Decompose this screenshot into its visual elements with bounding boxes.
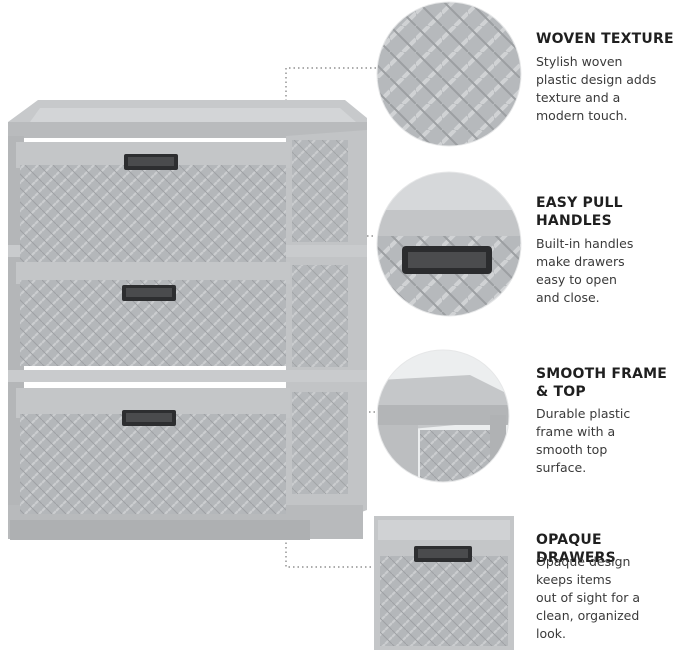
opaque-drawer-closeup xyxy=(374,516,514,650)
title-line: WOVEN TEXTURE xyxy=(536,31,674,47)
desc-line: easy to open xyxy=(536,272,617,287)
drawer-unit xyxy=(8,100,367,540)
desc-line: keeps items xyxy=(536,572,612,587)
desc-line: Opaque design xyxy=(536,554,631,569)
woven-texture-closeup xyxy=(377,2,521,146)
feature-title-easy-pull-handles: EASY PULL HANDLES xyxy=(536,194,676,230)
title-line: OPAQUE DRAWERS xyxy=(536,532,616,566)
desc-line: Built-in handles xyxy=(536,236,634,251)
desc-line: clean, organized xyxy=(536,608,640,623)
feature-desc-woven-texture: Stylish woven plastic design adds textur… xyxy=(536,53,671,125)
desc-line: make drawers xyxy=(536,254,625,269)
title-line: HANDLES xyxy=(536,213,612,229)
desc-line: look. xyxy=(536,626,566,641)
desc-line: and close. xyxy=(536,290,600,305)
title-line: SMOOTH FRAME xyxy=(536,366,668,382)
desc-line: Durable plastic xyxy=(536,406,631,421)
desc-line: smooth top xyxy=(536,442,608,457)
desc-line: modern touch. xyxy=(536,108,628,123)
feature-desc-smooth-frame-top: Durable plastic frame with a smooth top … xyxy=(536,405,671,477)
title-line: EASY PULL xyxy=(536,195,623,211)
feature-title-smooth-frame-top: SMOOTH FRAME & TOP xyxy=(536,365,676,401)
title-line: & TOP xyxy=(536,384,586,400)
desc-line: frame with a xyxy=(536,424,616,439)
feature-desc-easy-pull-handles: Built-in handles make drawers easy to op… xyxy=(536,235,671,307)
frame-top-closeup xyxy=(377,350,509,482)
desc-line: texture and a xyxy=(536,90,621,105)
desc-line: surface. xyxy=(536,460,587,475)
desc-line: plastic design adds xyxy=(536,72,657,87)
handle-closeup xyxy=(377,172,521,316)
desc-line: out of sight for a xyxy=(536,590,641,605)
feature-title-opaque-drawers: OPAQUE DRAWERS xyxy=(536,531,676,567)
feature-desc-opaque-drawers: Opaque design keeps items out of sight f… xyxy=(536,553,671,643)
feature-title-woven-texture: WOVEN TEXTURE xyxy=(536,30,676,48)
desc-line: Stylish woven xyxy=(536,54,623,69)
